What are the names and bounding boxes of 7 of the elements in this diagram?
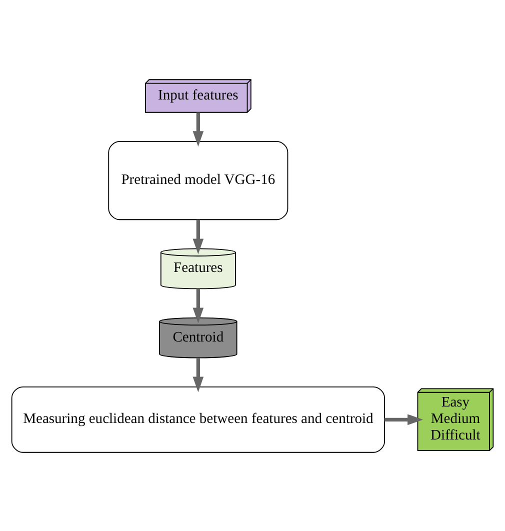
node-box: Measuring euclidean distance between features and centroid (11, 386, 385, 452)
node-box: Pretrained model VGG-16 (108, 140, 288, 220)
arrow (192, 112, 204, 146)
arrow (192, 288, 204, 323)
arrow (192, 358, 204, 392)
arrow (192, 219, 204, 254)
arrow (384, 414, 424, 425)
